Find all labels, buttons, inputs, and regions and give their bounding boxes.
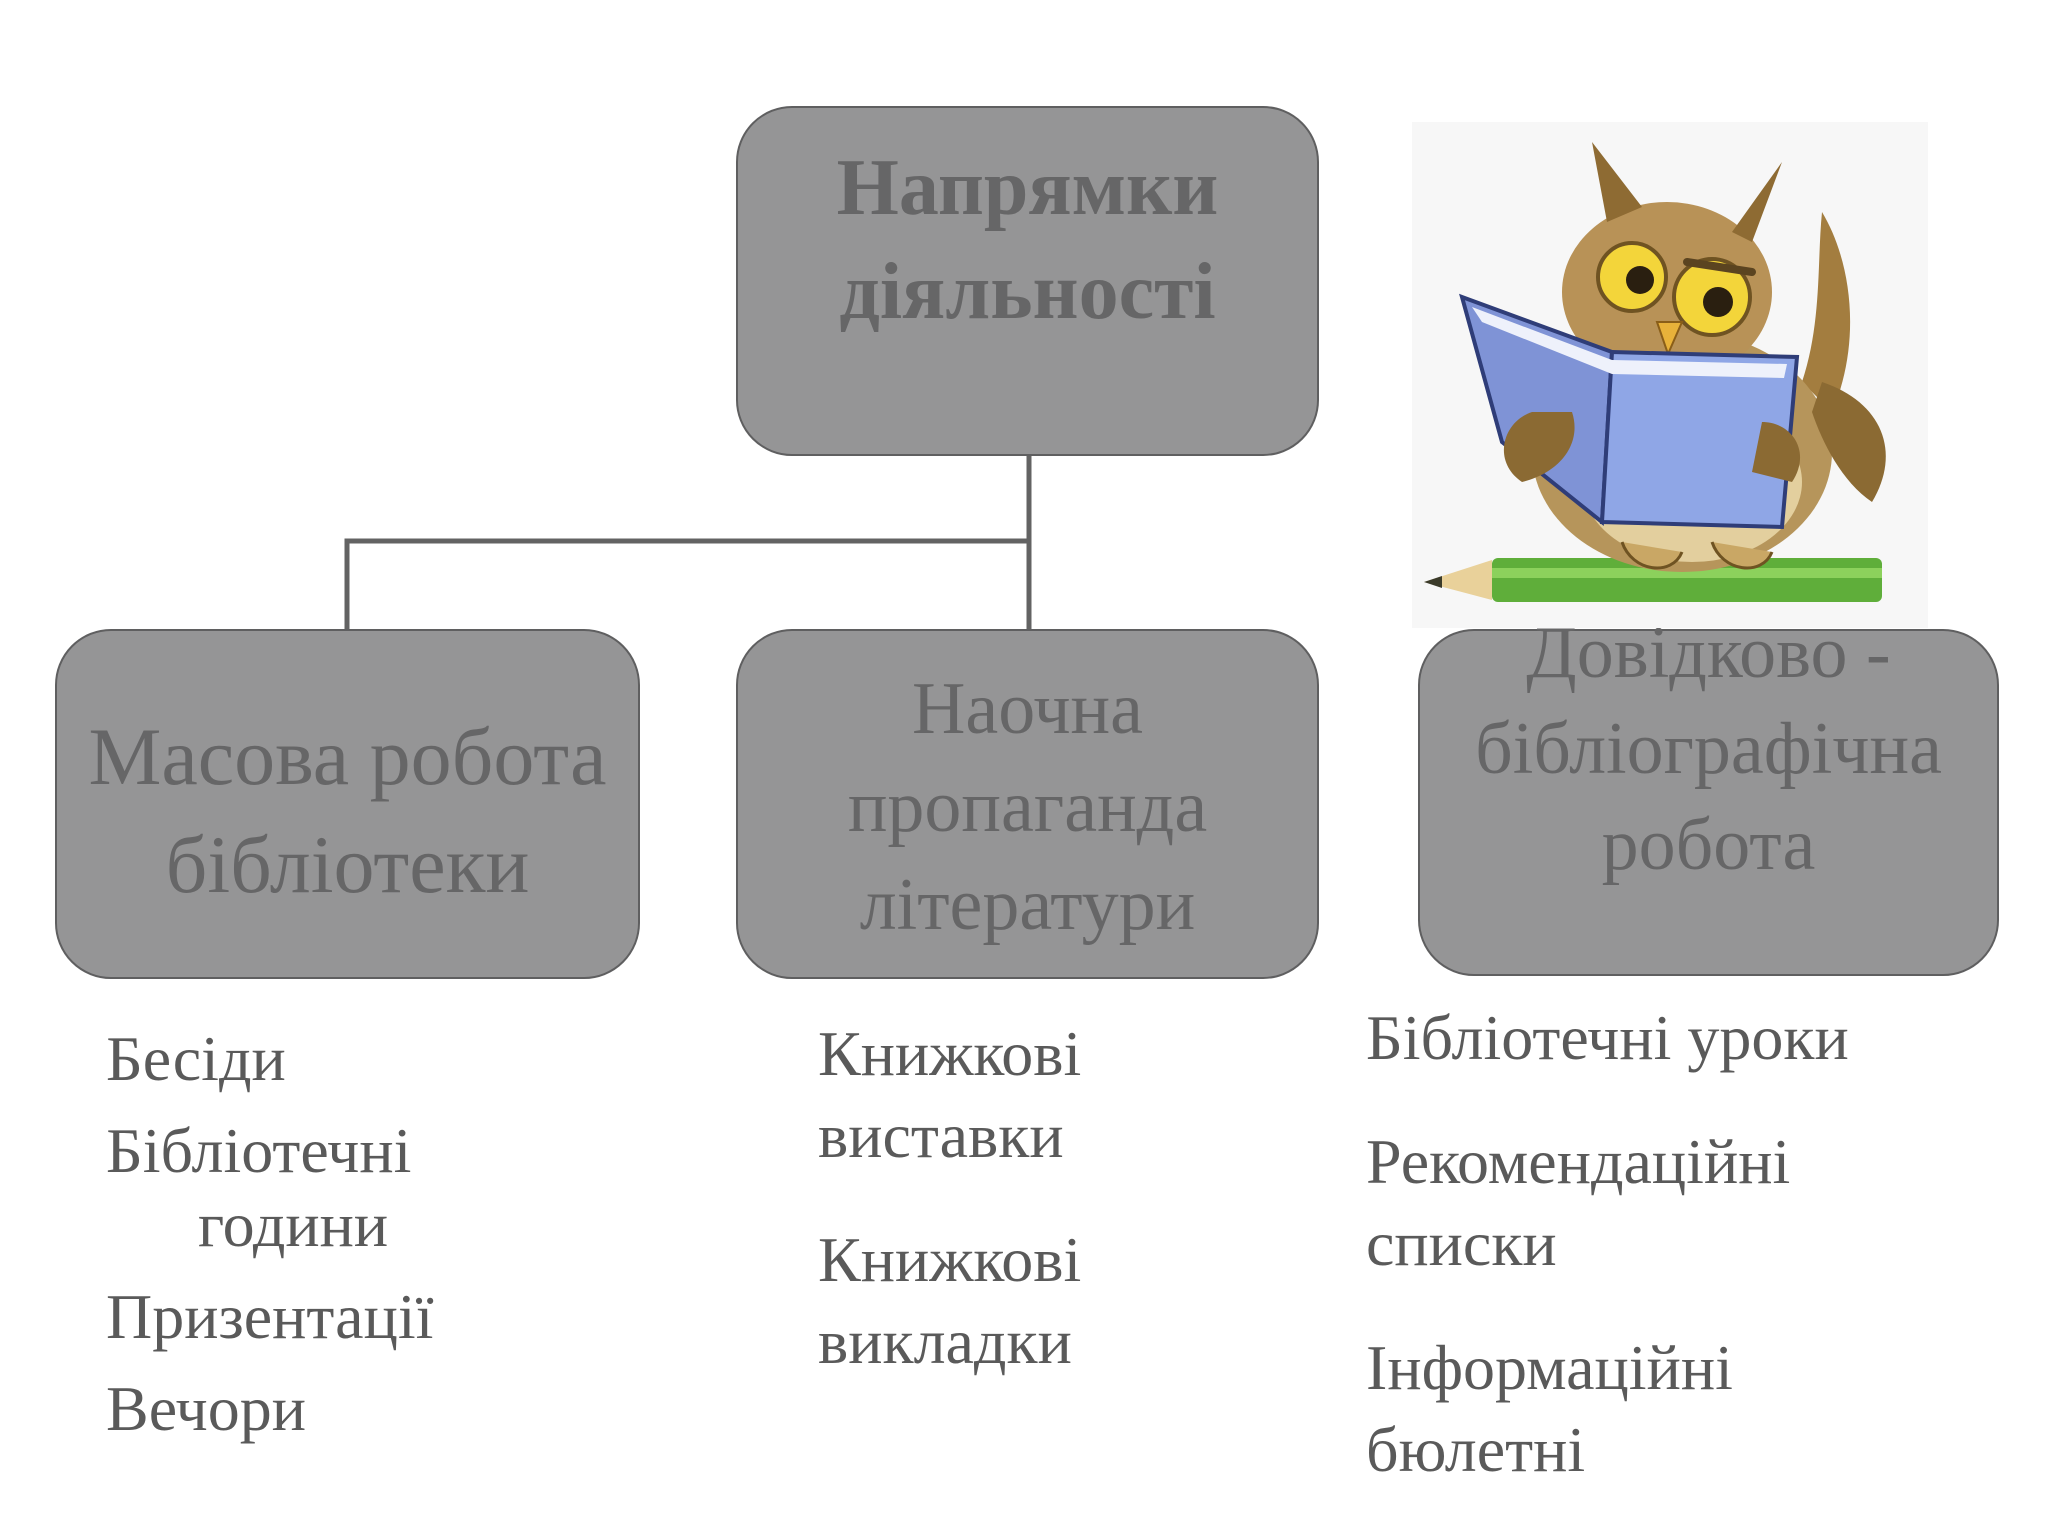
root-node: Напрямки діяльності bbox=[736, 106, 1319, 456]
list-item-continuation: списки bbox=[1366, 1208, 1557, 1279]
branch-1-item-list: Бесіди Бібліотечні години Призентації Ве… bbox=[106, 1022, 433, 1464]
root-node-line-1: Напрямки bbox=[836, 144, 1219, 232]
list-item-continuation: викладки bbox=[818, 1306, 1072, 1377]
branch-node-reference-bibliographic: Довідково - бібліографічна робота bbox=[1418, 612, 1999, 976]
owl-reading-book-illustration bbox=[1412, 122, 1928, 628]
list-item: Книжкові bbox=[818, 1018, 1082, 1089]
branch-1-title-line-2: бібліотеки bbox=[165, 819, 530, 910]
list-item: Бібліотечні уроки bbox=[1366, 1002, 1849, 1073]
list-item: Рекомендаційні bbox=[1366, 1126, 1791, 1197]
pencil-icon bbox=[1424, 558, 1882, 602]
branch-2-title-line-3: літератури bbox=[859, 864, 1196, 946]
branch-node-visual-propaganda: Наочна пропаганда літератури bbox=[736, 629, 1319, 979]
list-item-continuation: години bbox=[198, 1189, 389, 1260]
branch-3-item-list: Бібліотечні уроки Рекомендаційні списки … bbox=[1366, 997, 1849, 1491]
list-item: Бібліотечні bbox=[106, 1115, 412, 1186]
book-icon bbox=[1459, 293, 1800, 530]
list-item: Інформаційні bbox=[1366, 1332, 1733, 1403]
list-item-continuation: виставки bbox=[818, 1100, 1064, 1171]
list-item: Бесіди bbox=[106, 1023, 286, 1094]
list-item: Призентації bbox=[106, 1281, 434, 1352]
branch-1-title-line-1: Масова робота bbox=[88, 711, 607, 802]
branch-2-item-list: Книжкові виставки Книжкові викладки bbox=[818, 1013, 1081, 1383]
connector-root-to-branches bbox=[344, 456, 1032, 629]
list-item: Вечори bbox=[106, 1373, 306, 1444]
branch-2-title-line-1: Наочна bbox=[911, 668, 1144, 750]
list-item-continuation: бюлетні bbox=[1366, 1414, 1586, 1485]
root-node-line-2: діяльності bbox=[839, 248, 1216, 336]
branch-3-title-line-3: робота bbox=[1601, 804, 1816, 886]
branch-3-title-line-2: бібліографічна bbox=[1475, 708, 1942, 790]
branch-2-title-line-2: пропаганда bbox=[847, 766, 1208, 848]
list-item: Книжкові bbox=[818, 1224, 1082, 1295]
branch-node-mass-work: Масова робота бібліотеки bbox=[55, 629, 640, 979]
